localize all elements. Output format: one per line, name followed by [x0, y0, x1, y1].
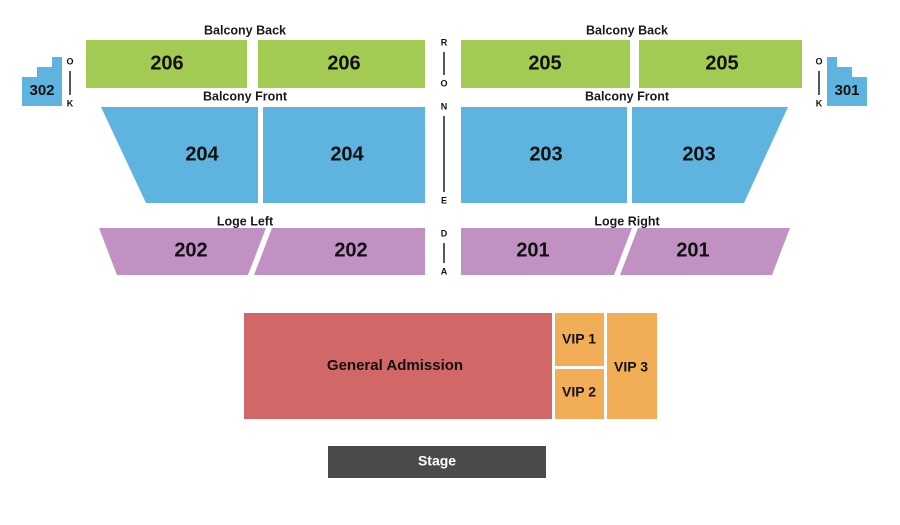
- section-202-left[interactable]: 202: [99, 228, 266, 275]
- section-vip-3[interactable]: VIP 3: [607, 313, 657, 419]
- section-206-right[interactable]: 206: [258, 40, 425, 88]
- section-204-right[interactable]: 204: [263, 107, 425, 203]
- zone-title-loge-right: Loge Right: [594, 214, 660, 228]
- row-marker-center-loge: DA: [441, 228, 448, 276]
- section-shape-203-left[interactable]: [461, 107, 627, 203]
- section-shape-203-right[interactable]: [632, 107, 788, 203]
- section-stage[interactable]: Stage: [328, 446, 546, 478]
- section-vip-1[interactable]: VIP 1: [555, 313, 604, 366]
- row-marker-left-upper-bottom-letter: K: [67, 98, 74, 108]
- section-shape-205-left[interactable]: [461, 40, 630, 88]
- section-label-vip-3: VIP 3: [614, 359, 648, 375]
- row-marker-center-balcony-back-top-letter: R: [441, 37, 448, 47]
- section-201-left[interactable]: 201: [461, 228, 632, 275]
- section-shape-205-right[interactable]: [639, 40, 802, 88]
- zone-title-balcony-back: Balcony Back: [204, 23, 286, 37]
- section-label-206-left: 206: [150, 52, 183, 74]
- row-marker-left-upper-top-letter: O: [66, 56, 73, 66]
- section-shape-201-left[interactable]: [461, 228, 632, 275]
- section-203-left[interactable]: 203: [461, 107, 627, 203]
- section-label-203-left: 203: [529, 143, 562, 165]
- section-shape-201-right[interactable]: [620, 228, 790, 275]
- section-shape-vip-3[interactable]: [607, 313, 657, 419]
- section-shape-206-left[interactable]: [86, 40, 247, 88]
- row-marker-center-balcony-front-top-letter: N: [441, 101, 448, 111]
- row-marker-left-upper: OK: [66, 56, 73, 108]
- section-label-general-admission: General Admission: [327, 357, 463, 374]
- section-shape-vip-1[interactable]: [555, 313, 604, 366]
- section-shape-204-left[interactable]: [101, 107, 258, 203]
- row-marker-center-loge-top-letter: D: [441, 228, 448, 238]
- section-shape-stage[interactable]: [328, 446, 546, 478]
- section-206-left[interactable]: 206: [86, 40, 247, 88]
- section-label-301-box: 301: [834, 82, 859, 99]
- row-marker-right-upper: OK: [815, 56, 822, 108]
- section-label-205-right: 205: [705, 52, 738, 74]
- section-shape-206-right[interactable]: [258, 40, 425, 88]
- section-label-302-box: 302: [29, 82, 54, 99]
- section-204-left[interactable]: 204: [101, 107, 258, 203]
- row-marker-center-loge-bottom-letter: A: [441, 266, 448, 276]
- section-shape-204-right[interactable]: [263, 107, 425, 203]
- section-202-right[interactable]: 202: [254, 228, 425, 275]
- section-label-stage: Stage: [418, 453, 456, 469]
- section-label-206-right: 206: [327, 52, 360, 74]
- zone-title-balcony-front: Balcony Front: [203, 89, 288, 103]
- section-205-right[interactable]: 205: [639, 40, 802, 88]
- section-label-202-left: 202: [174, 239, 207, 261]
- row-marker-center-balcony-back: RO: [440, 37, 447, 88]
- section-302-box[interactable]: 302: [22, 57, 62, 106]
- row-marker-center-balcony-back-bottom-letter: O: [440, 78, 447, 88]
- section-label-vip-2: VIP 2: [562, 384, 596, 400]
- section-label-204-right: 204: [330, 143, 364, 165]
- section-vip-2[interactable]: VIP 2: [555, 369, 604, 419]
- zone-title-loge-left: Loge Left: [217, 214, 274, 228]
- section-shape-202-left[interactable]: [99, 228, 266, 275]
- section-203-right[interactable]: 203: [632, 107, 788, 203]
- sections-layer: 206 206 205 205 204 204 203 203 202 202 201 201 302 3…: [22, 40, 867, 478]
- section-general-admission[interactable]: General Admission: [244, 313, 552, 419]
- section-label-204-left: 204: [185, 143, 219, 165]
- row-marker-right-upper-bottom-letter: K: [816, 98, 823, 108]
- zone-title-balcony-front: Balcony Front: [585, 89, 670, 103]
- section-shape-302-box[interactable]: [22, 57, 62, 106]
- section-label-vip-1: VIP 1: [562, 331, 596, 347]
- section-shape-301-box[interactable]: [827, 57, 867, 106]
- zone-title-balcony-back: Balcony Back: [586, 23, 668, 37]
- section-301-box[interactable]: 301: [827, 57, 867, 106]
- row-marker-center-balcony-front-bottom-letter: E: [441, 195, 447, 205]
- section-201-right[interactable]: 201: [620, 228, 790, 275]
- section-label-202-right: 202: [334, 239, 367, 261]
- section-205-left[interactable]: 205: [461, 40, 630, 88]
- section-label-205-left: 205: [528, 52, 561, 74]
- section-label-201-right: 201: [676, 239, 709, 261]
- row-marker-center-balcony-front: NE: [441, 101, 448, 205]
- section-label-203-right: 203: [682, 143, 715, 165]
- row-marker-right-upper-top-letter: O: [815, 56, 822, 66]
- section-shape-vip-2[interactable]: [555, 369, 604, 419]
- section-shape-general-admission[interactable]: [244, 313, 552, 419]
- section-label-201-left: 201: [516, 239, 549, 261]
- section-shape-202-right[interactable]: [254, 228, 425, 275]
